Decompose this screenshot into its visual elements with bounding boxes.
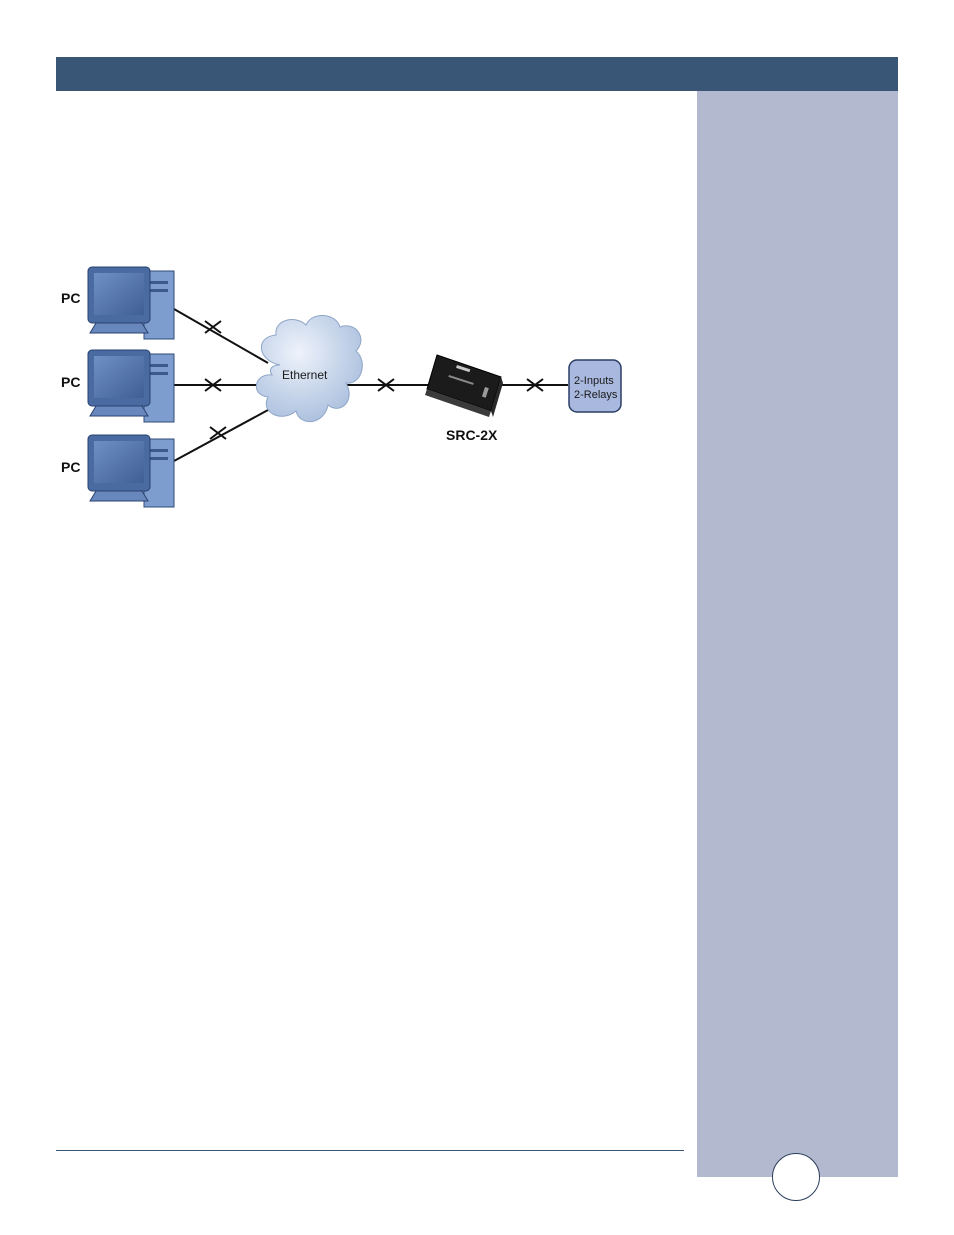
src-2x-label: SRC-2X xyxy=(446,427,498,443)
links xyxy=(174,309,568,461)
footer-rule xyxy=(56,1150,684,1151)
src-2x-device-icon xyxy=(425,355,503,417)
pc-label: PC xyxy=(61,290,80,306)
sidebar-panel xyxy=(697,91,898,1177)
header-bar xyxy=(56,57,898,91)
io-inputs-label: 2-Inputs xyxy=(574,375,614,387)
pc-icon xyxy=(88,267,174,339)
pc-icon xyxy=(88,350,174,422)
link-pc1-ethernet xyxy=(174,309,268,363)
pc-icon xyxy=(88,435,174,507)
pc-label: PC xyxy=(61,459,80,475)
io-relays-label: 2-Relays xyxy=(574,389,618,401)
pc-label: PC xyxy=(61,374,80,390)
ethernet-label: Ethernet xyxy=(282,368,328,382)
network-diagram: PC PC PC Ethernet SRC-2X 2-Inputs 2-Rela… xyxy=(50,255,650,515)
page-number-badge xyxy=(772,1153,820,1201)
